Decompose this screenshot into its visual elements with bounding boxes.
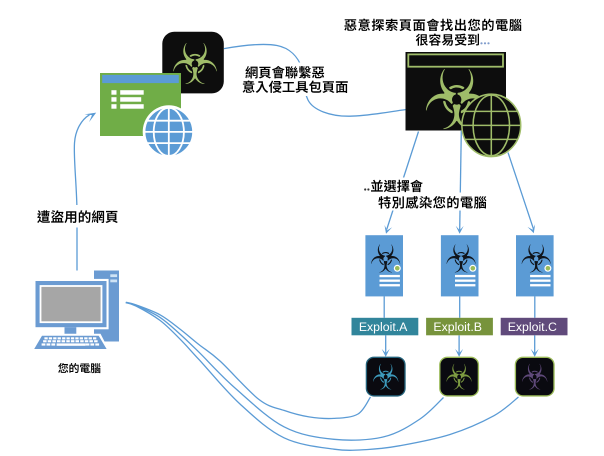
- svg-text:Exploit.B: Exploit.B: [433, 320, 482, 334]
- svg-text:Exploit.A: Exploit.A: [359, 320, 408, 334]
- svg-text:Exploit.C: Exploit.C: [508, 320, 557, 334]
